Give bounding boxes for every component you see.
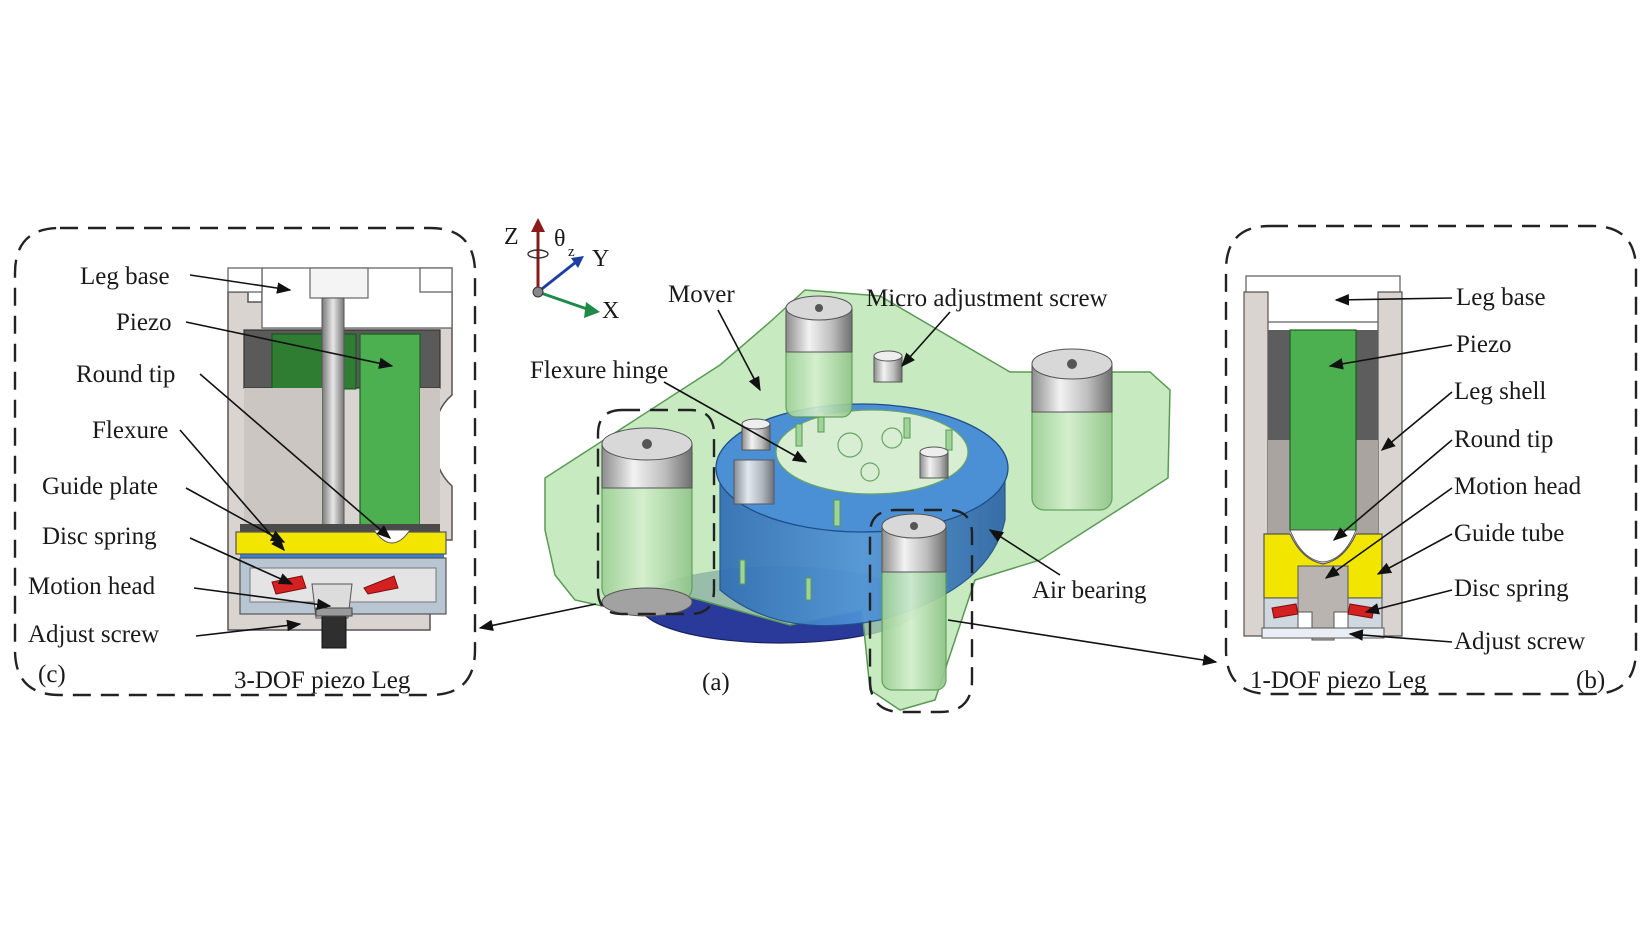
- panel-b-disc-spring-left: [1271, 603, 1299, 619]
- panel-c-label-piezo: Piezo: [116, 309, 172, 336]
- left-leg-highlight: [596, 408, 716, 616]
- panel-b-leg-housing: [1243, 275, 1403, 641]
- leg-right: [1031, 348, 1113, 511]
- disk-pins: [739, 411, 953, 601]
- panel-c-label-adjust-screw: Adjust screw: [28, 621, 159, 648]
- leg-left: [601, 427, 693, 617]
- panel-a-leaders: [663, 309, 1061, 576]
- panel-c-label-flexure: Flexure: [92, 417, 168, 444]
- panel-b-dashed-frame: [1224, 224, 1638, 696]
- panel-c-leg-housing: [227, 267, 453, 649]
- panel-b-label-round-tip: Round tip: [1454, 426, 1553, 453]
- panel-c-guide-plate: [235, 531, 447, 555]
- panel-a-assembly: Mover Micro adjustment screw Flexure hin…: [478, 281, 1218, 714]
- panel-b-label-guide-tube: Guide tube: [1454, 520, 1564, 547]
- panel-b-label-adjust-screw: Adjust screw: [1454, 628, 1585, 655]
- panel-c-adjust-screw: [321, 611, 347, 649]
- label-mover: Mover: [668, 281, 735, 308]
- axis-theta-label: θ: [554, 226, 566, 252]
- axis-z-label: Z: [504, 224, 519, 250]
- panel-b-piezo-stack: [1289, 329, 1357, 531]
- panel-c-3dof-leg: Leg base Piezo Round tip Flexure Guide p…: [13, 226, 477, 697]
- leg-front: [881, 513, 947, 691]
- panel-b-label-leg-base: Leg base: [1456, 284, 1546, 311]
- panel-a-tag: (a): [702, 669, 730, 696]
- panel-b-motion-head: [1297, 565, 1349, 641]
- front-leg-highlight: [868, 508, 974, 714]
- panel-c-leaders: [179, 274, 394, 637]
- panel-b-label-motion-head: Motion head: [1454, 473, 1582, 500]
- axis-theta-subscript: z: [568, 244, 575, 260]
- coordinate-axes: Z θ z Y X: [504, 218, 619, 324]
- panel-b-caption: 1-DOF piezo Leg: [1250, 667, 1427, 694]
- panel-b-tag: (b): [1576, 667, 1605, 694]
- label-air-bearing: Air bearing: [1032, 577, 1147, 604]
- panel-b-label-leg-shell: Leg shell: [1454, 378, 1546, 405]
- label-micro-adjustment-screw: Micro adjustment screw: [866, 285, 1108, 312]
- panel-c-caption: 3-DOF piezo Leg: [234, 667, 411, 694]
- panel-c-label-round-tip: Round tip: [76, 361, 175, 388]
- panel-c-label-guide-plate: Guide plate: [42, 473, 158, 500]
- leg-back-left: [785, 295, 853, 418]
- arrow-to-panel-c: [478, 603, 597, 632]
- axis-y-label: Y: [592, 246, 609, 272]
- panel-c-disc-spring-right: [363, 575, 399, 595]
- panel-c-label-motion-head: Motion head: [28, 573, 156, 600]
- panel-c-piezo-stack: [359, 333, 421, 531]
- axis-x-label: X: [602, 298, 619, 324]
- arrow-to-panel-b: [947, 619, 1218, 666]
- panel-b-label-piezo: Piezo: [1456, 331, 1512, 358]
- panel-c-tag: (c): [38, 661, 66, 688]
- label-flexure-hinge: Flexure hinge: [530, 357, 668, 384]
- panel-b-1dof-leg: Leg base Piezo Leg shell Round tip Motio…: [1224, 224, 1638, 696]
- panel-b-leaders: [1324, 294, 1453, 643]
- panel-c-label-leg-base: Leg base: [80, 263, 170, 290]
- air-bearing-disk: [715, 403, 1009, 627]
- panel-c-label-disc-spring: Disc spring: [42, 523, 157, 550]
- panel-b-label-disc-spring: Disc spring: [1454, 575, 1569, 602]
- panel-b-adjust-screw: [1261, 627, 1385, 639]
